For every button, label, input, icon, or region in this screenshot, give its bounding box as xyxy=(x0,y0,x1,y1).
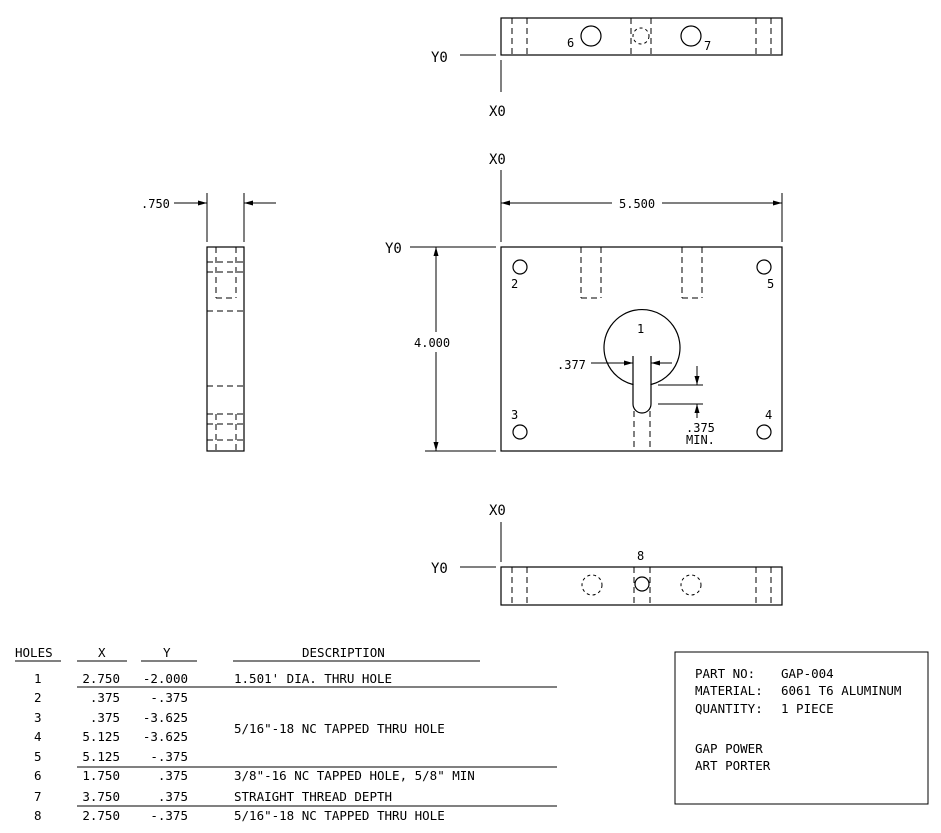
side-view: .750 xyxy=(141,193,276,452)
svg-text:.375: .375 xyxy=(158,789,188,804)
top-x0-label: X0 xyxy=(489,104,506,120)
hole-6-circle xyxy=(580,25,602,47)
slot-dimension: .377 xyxy=(557,358,586,372)
top-y0-label: Y0 xyxy=(431,50,448,66)
svg-text:8: 8 xyxy=(34,808,42,823)
description-holes-2-5: 5/16"-18 NC TAPPED THRU HOLE xyxy=(234,721,445,736)
svg-text:.375: .375 xyxy=(158,768,188,783)
svg-text:-.375: -.375 xyxy=(150,808,188,823)
table-row: 6 1.750 .375 xyxy=(34,768,188,783)
table-row: 2 .375 -.375 xyxy=(34,690,188,705)
bottom-view: X0 Y0 8 xyxy=(431,503,783,606)
front-y0-label: Y0 xyxy=(385,241,402,257)
hole-label-4: 4 xyxy=(765,408,772,422)
hole-label-2: 2 xyxy=(511,277,518,291)
hole-label-6: 6 xyxy=(567,36,574,50)
svg-text:4: 4 xyxy=(34,729,42,744)
header-holes: HOLES xyxy=(15,645,53,660)
front-x0-label: X0 xyxy=(489,152,506,168)
description-hole-1: 1.501' DIA. THRU HOLE xyxy=(234,671,392,686)
svg-text:5.125: 5.125 xyxy=(82,749,120,764)
svg-text:-3.625: -3.625 xyxy=(143,729,188,744)
bottom-x0-label: X0 xyxy=(489,503,506,519)
slot-depth-note: MIN. xyxy=(686,433,715,447)
table-row: 7 3.750 .375 xyxy=(34,789,188,804)
header-description: DESCRIPTION xyxy=(302,645,385,660)
part-no-value: GAP-004 xyxy=(781,666,834,681)
quantity-value: 1 PIECE xyxy=(781,701,834,716)
svg-text:.375: .375 xyxy=(90,710,120,725)
material-label: MATERIAL: xyxy=(695,683,763,698)
front-view: 2 5 3 4 1 .377 .375 MIN. X0 5.500 Y0 xyxy=(385,152,783,452)
table-row: 1 2.750 -2.000 xyxy=(34,671,188,686)
hole-label-3: 3 xyxy=(511,408,518,422)
svg-text:2.750: 2.750 xyxy=(82,671,120,686)
svg-text:1: 1 xyxy=(34,671,42,686)
table-row: 8 2.750 -.375 xyxy=(34,808,188,823)
svg-text:2.750: 2.750 xyxy=(82,808,120,823)
svg-text:.375: .375 xyxy=(90,690,120,705)
hole-label-5: 5 xyxy=(767,277,774,291)
hole-8-circle xyxy=(634,576,650,592)
table-row: 3 .375 -3.625 xyxy=(34,710,188,725)
height-dimension: 4.000 xyxy=(414,336,450,350)
svg-text:3.750: 3.750 xyxy=(82,789,120,804)
hidden-hole-circle xyxy=(632,27,650,45)
svg-text:-.375: -.375 xyxy=(150,749,188,764)
description-holes-6-7-line1: 3/8"-16 NC TAPPED HOLE, 5/8" MIN xyxy=(234,768,475,783)
svg-text:-.375: -.375 xyxy=(150,690,188,705)
svg-text:6: 6 xyxy=(34,768,42,783)
svg-text:5: 5 xyxy=(34,749,42,764)
company-name: GAP POWER xyxy=(695,741,763,756)
thickness-dimension: .750 xyxy=(141,197,170,211)
svg-text:5.125: 5.125 xyxy=(82,729,120,744)
table-row: 4 5.125 -3.625 xyxy=(34,729,188,744)
table-row: 5 5.125 -.375 xyxy=(34,749,188,764)
hole-label-1: 1 xyxy=(637,322,644,336)
part-no-label: PART NO: xyxy=(695,666,755,681)
material-value: 6061 T6 ALUMINUM xyxy=(781,683,901,698)
keyhole-outline xyxy=(603,309,681,414)
description-hole-8: 5/16"-18 NC TAPPED THRU HOLE xyxy=(234,808,445,823)
drafter-name: ART PORTER xyxy=(695,758,771,773)
hole-label-8: 8 xyxy=(637,549,644,563)
description-holes-6-7-line2: STRAIGHT THREAD DEPTH xyxy=(234,789,392,804)
bottom-y0-label: Y0 xyxy=(431,561,448,577)
hole-table: HOLES X Y DESCRIPTION 1 2.750 -2.000 2 .… xyxy=(15,645,557,823)
header-y: Y xyxy=(163,645,171,660)
hidden-hole-right xyxy=(680,574,702,596)
hidden-hole-left xyxy=(581,574,603,596)
svg-text:1.750: 1.750 xyxy=(82,768,120,783)
hole-5-circle xyxy=(756,259,772,275)
hole-4-circle xyxy=(756,424,772,440)
slot-depth-dimension: .375 xyxy=(686,421,715,435)
svg-text:-3.625: -3.625 xyxy=(143,710,188,725)
hole-2-circle xyxy=(512,259,528,275)
svg-text:2: 2 xyxy=(34,690,42,705)
quantity-label: QUANTITY: xyxy=(695,701,763,716)
title-block: PART NO: GAP-004 MATERIAL: 6061 T6 ALUMI… xyxy=(674,651,929,805)
svg-text:7: 7 xyxy=(34,789,42,804)
svg-text:3: 3 xyxy=(34,710,42,725)
hole-3-circle xyxy=(512,424,528,440)
hole-7-circle xyxy=(680,25,702,47)
width-dimension: 5.500 xyxy=(619,197,655,211)
top-view: 6 7 Y0 X0 xyxy=(431,17,783,120)
svg-text:-2.000: -2.000 xyxy=(143,671,188,686)
hole-label-7: 7 xyxy=(704,39,711,53)
header-x: X xyxy=(98,645,106,660)
